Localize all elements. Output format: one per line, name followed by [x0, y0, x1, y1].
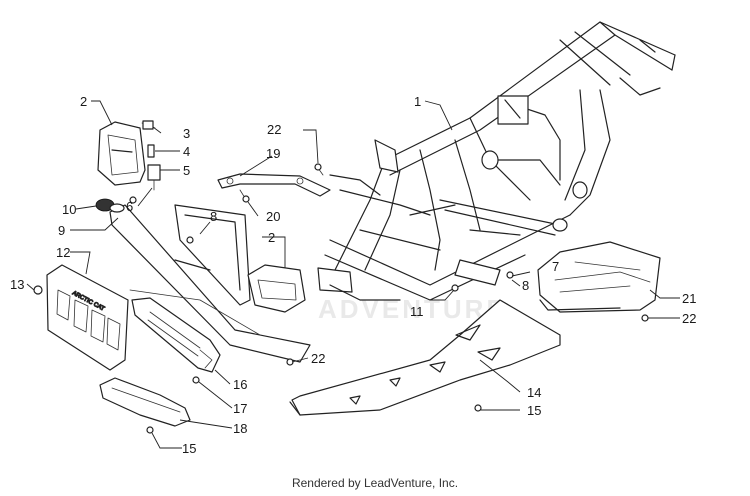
- callout-19: 19: [266, 146, 280, 161]
- callout-2: 2: [268, 230, 275, 245]
- support-bracket: [217, 163, 331, 203]
- callout-10: 10: [62, 202, 76, 217]
- callout-21: 21: [682, 291, 696, 306]
- callout-8: 8: [210, 209, 217, 224]
- headlight-left: [97, 120, 161, 191]
- callout-6: 6: [126, 199, 133, 214]
- front-grille: ARCTIC CAT: [46, 264, 129, 371]
- callout-15: 15: [527, 403, 541, 418]
- callout-17: 17: [233, 401, 247, 416]
- side-guard: [131, 297, 221, 373]
- callout-22: 22: [311, 351, 325, 366]
- footrest: [537, 241, 661, 313]
- callout-5: 5: [183, 163, 190, 178]
- hardware-fasteners: [33, 196, 649, 434]
- callout-18: 18: [233, 421, 247, 436]
- callout-11: 11: [410, 304, 424, 319]
- watermark: ADVENTURE: [318, 294, 507, 324]
- callout-12: 12: [56, 245, 70, 260]
- callout-15: 15: [182, 441, 196, 456]
- skid-plate: [289, 299, 561, 416]
- callout-14: 14: [527, 385, 541, 400]
- lower-guard: [99, 377, 191, 427]
- callout-8: 8: [522, 278, 529, 293]
- front-bumper: [109, 203, 311, 363]
- callout-22: 22: [682, 311, 696, 326]
- frame-assembly: [317, 21, 676, 301]
- callout-16: 16: [233, 377, 247, 392]
- headlight-right: [247, 264, 306, 313]
- callout-7: 7: [552, 259, 559, 274]
- callout-13: 13: [10, 277, 24, 292]
- callout-1: 1: [414, 94, 421, 109]
- callout-20: 20: [266, 209, 280, 224]
- callout-2: 2: [80, 94, 87, 109]
- leader-lines: [26, 100, 680, 449]
- callout-9: 9: [58, 223, 65, 238]
- render-credit: Rendered by LeadVenture, Inc.: [291, 476, 459, 490]
- callout-4: 4: [183, 144, 190, 159]
- callout-22: 22: [267, 122, 281, 137]
- callout-3: 3: [183, 126, 190, 141]
